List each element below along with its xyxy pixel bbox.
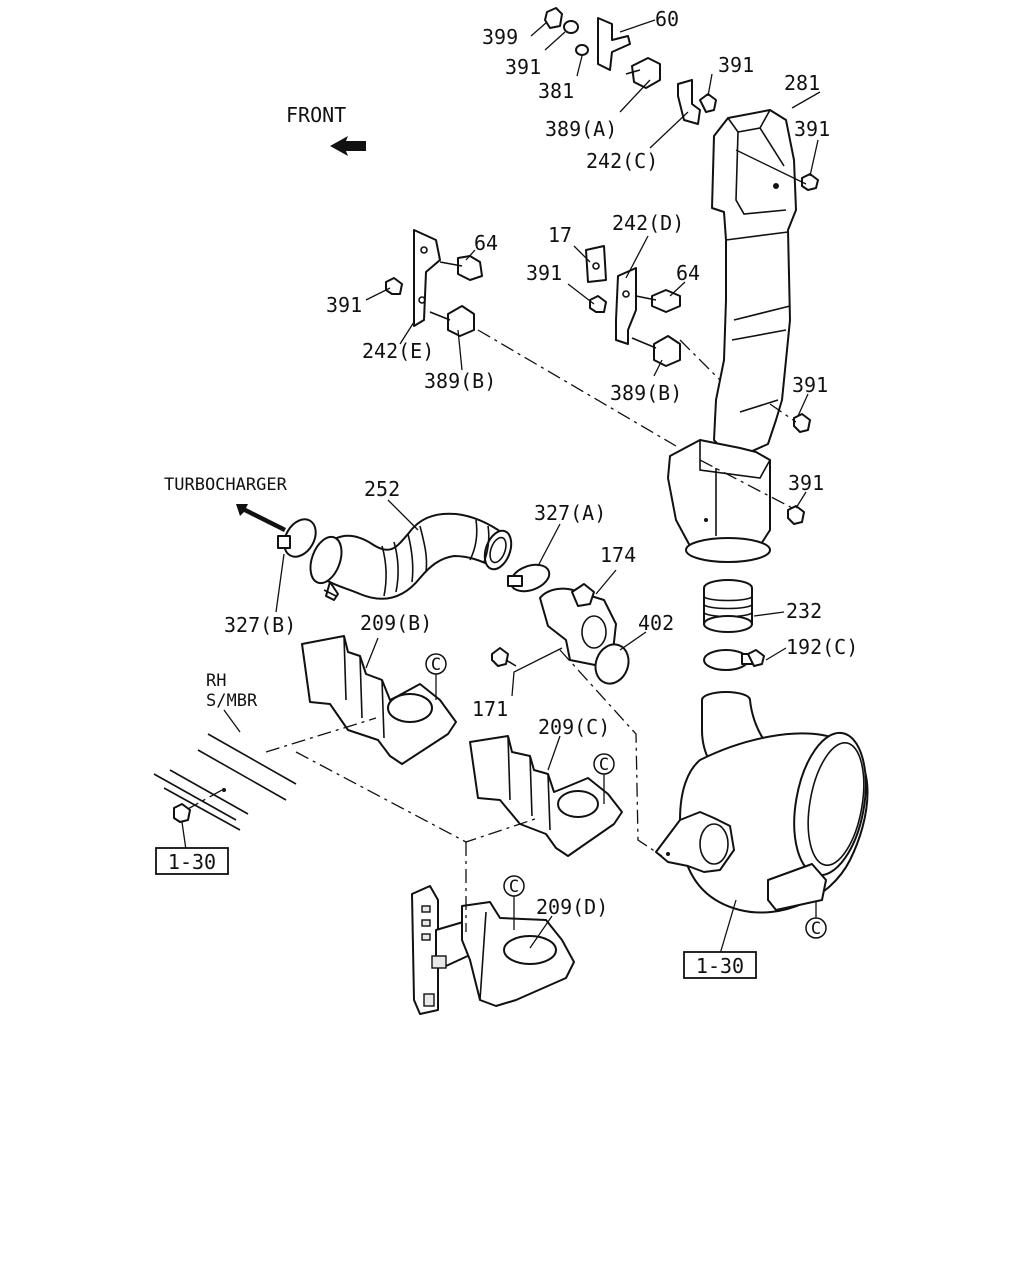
part-327a-label: 327(A) (534, 501, 606, 525)
part-391-label: 391 (505, 55, 541, 79)
part-389b-b-label: 389(B) (610, 381, 682, 405)
c-marker-209c: C (593, 753, 615, 804)
svg-text:1-30: 1-30 (696, 954, 744, 978)
turbocharger-arrow-icon (236, 504, 286, 532)
bracket-209b (301, 635, 457, 765)
turbocharger-label: TURBOCHARGER (164, 475, 288, 495)
o-ring-402 (594, 643, 630, 685)
bolt-171 (491, 647, 517, 667)
part-192c-label: 192(C) (786, 635, 858, 659)
part-209c-label: 209(C) (538, 715, 610, 739)
part-209b-label: 209(B) (360, 611, 432, 635)
front-arrow-icon (330, 136, 366, 156)
part-60-label: 60 (655, 7, 679, 31)
clamp-327a (507, 563, 551, 593)
smbr-label: S/MBR (206, 691, 258, 711)
reference-box-1: 1-30 (155, 847, 229, 875)
part-17-label: 17 (548, 223, 572, 247)
part-389a-label: 389(A) (545, 117, 617, 141)
nut-391-f (793, 413, 811, 433)
part-391-g-label: 391 (788, 471, 824, 495)
bracket-209c (469, 735, 623, 857)
part-281-label: 281 (784, 71, 820, 95)
svg-text:C: C (431, 655, 441, 675)
hose-252 (309, 512, 513, 601)
part-399-label: 399 (482, 25, 518, 49)
part-391-b-label: 391 (718, 53, 754, 77)
air-cleaner-body (655, 691, 869, 914)
part-64-b-label: 64 (676, 261, 700, 285)
part-389b-a-label: 389(B) (424, 369, 496, 393)
c-marker-209d: C (503, 875, 525, 930)
svg-text:C: C (509, 877, 519, 897)
adaptor-174 (539, 583, 617, 667)
part-242c-label: 242(C) (586, 149, 658, 173)
part-391-f-label: 391 (792, 373, 828, 397)
c-marker-209b: C (425, 653, 447, 700)
nut-frame (173, 803, 191, 823)
top-bracket-hardware (544, 7, 661, 89)
bracket-209d (411, 885, 575, 1015)
part-209d-label: 209(D) (536, 895, 608, 919)
part-232-label: 232 (786, 599, 822, 623)
svg-text:C: C (599, 755, 609, 775)
part-391-e-label: 391 (526, 261, 562, 285)
c-marker-air-cleaner: C (805, 902, 827, 939)
side-member-frame (153, 733, 297, 831)
part-402-label: 402 (638, 611, 674, 635)
part-64-a-label: 64 (474, 231, 498, 255)
part-252-label: 252 (364, 477, 400, 501)
nut-391-g (787, 505, 805, 525)
center-line-upper (477, 329, 677, 447)
front-label: FRONT (286, 103, 346, 127)
bracket-242c (677, 79, 717, 125)
bellows-232 (703, 579, 753, 633)
part-242e-label: 242(E) (362, 339, 434, 363)
clamp-327b (277, 518, 317, 558)
clamp-192c (703, 649, 765, 671)
rh-label: RH (206, 671, 226, 691)
part-327b-label: 327(B) (224, 613, 296, 637)
intake-duct-281 (667, 109, 797, 563)
bracket-242e-cluster (385, 229, 483, 337)
bracket-242d-cluster (585, 245, 681, 367)
svg-text:1-30: 1-30 (168, 850, 216, 874)
part-174-label: 174 (600, 543, 636, 567)
nut-391-c (801, 173, 819, 191)
svg-text:C: C (811, 919, 821, 939)
part-391-d-label: 391 (326, 293, 362, 317)
part-242d-label: 242(D) (612, 211, 684, 235)
part-381-label: 381 (538, 79, 574, 103)
part-171-label: 171 (472, 697, 508, 721)
part-391-c-label: 391 (794, 117, 830, 141)
reference-box-2: 1-30 (683, 951, 757, 979)
